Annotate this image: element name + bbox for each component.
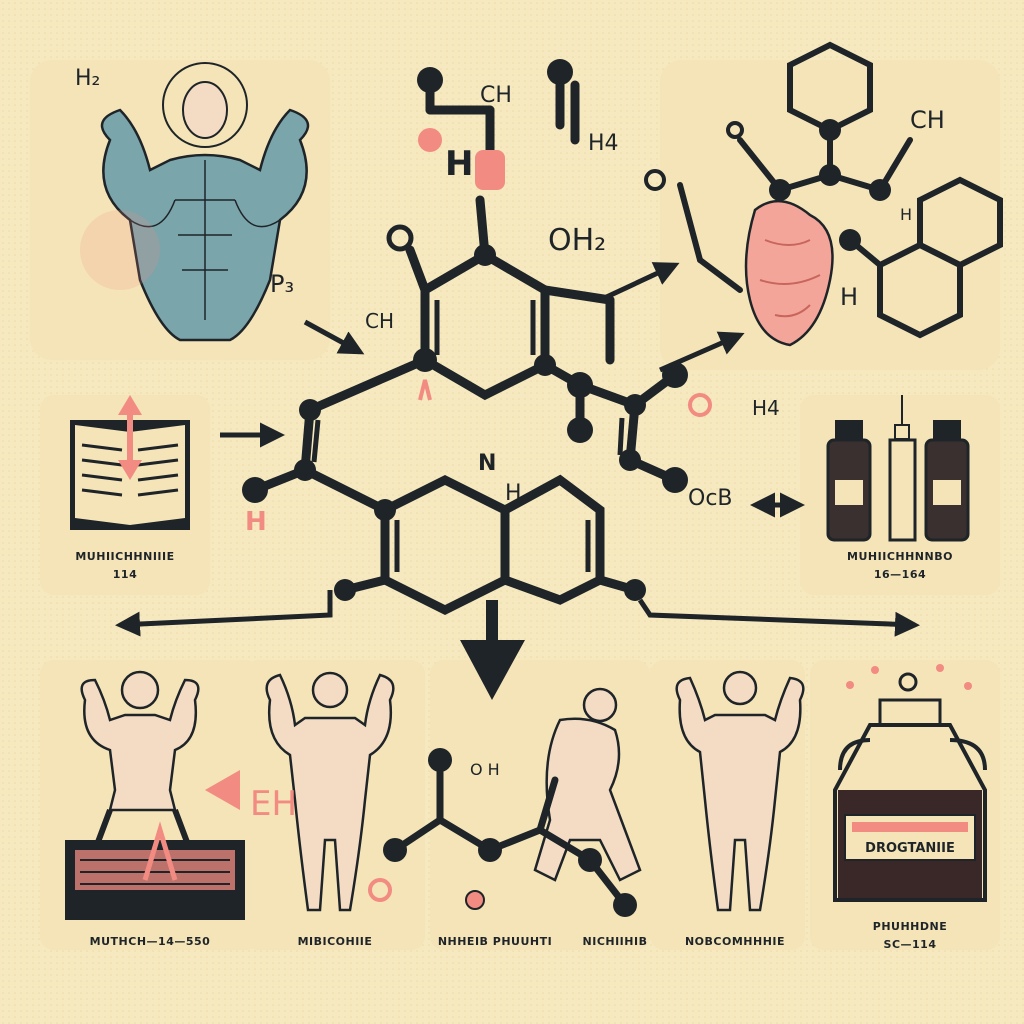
molecule-accent-atoms [386, 128, 712, 417]
label-h-left: H [245, 507, 267, 537]
label-h-upper-right: H [900, 205, 912, 224]
ring-molecule-oxygen [644, 169, 666, 191]
label-oh-bottom: O H [470, 760, 500, 779]
caption-figure-4: NOBCOMHHHIE [685, 935, 785, 948]
caption-figure-3: NHHEIB PHUUHTI [438, 935, 552, 948]
bottom-molecule-accent-2 [465, 890, 485, 910]
label-p3: P₃ [270, 270, 294, 298]
jar-illustration [833, 698, 987, 902]
bottom-molecule-accent [368, 878, 392, 902]
jar-label-text: DROGTANIIE [865, 841, 955, 856]
jar-bubble [898, 672, 918, 692]
muscle-figure-illustration [80, 62, 310, 342]
caption-vials: MUHIICHHNNBO [847, 550, 953, 563]
bodybuilder-figure-4 [675, 670, 805, 912]
label-ch-mid: CH [365, 309, 394, 333]
down-arrow-shaft [486, 600, 498, 642]
heart-illustration [744, 199, 834, 347]
label-oh2: OH₂ [548, 223, 606, 258]
central-molecule [250, 70, 680, 616]
platform-board [65, 770, 245, 920]
caption-book-number: 114 [113, 568, 137, 581]
label-n-center: N [478, 451, 496, 476]
label-ch-top: CH [480, 83, 512, 108]
molecule-atoms [242, 59, 688, 601]
caption-figure-2: MIBICOHIIE [298, 935, 373, 948]
down-arrow [460, 640, 525, 700]
label-ch-upper-right: CH [910, 106, 945, 134]
label-h4-right: H4 [752, 396, 780, 420]
panel-top-right [660, 60, 1000, 370]
caption-board: MUTHCH—14—550 [90, 935, 211, 948]
caption-figure-3b: NICHIIHIB [583, 935, 648, 948]
caption-jar-number: SC—114 [884, 938, 937, 951]
label-ocb: OᴄB [688, 486, 733, 511]
ring-molecule-atoms [769, 119, 891, 251]
label-eh: EH [250, 784, 297, 824]
caption-vials-number: 16—164 [874, 568, 926, 581]
jar-dots [846, 664, 972, 690]
label-h-upper-right-2: H [840, 283, 858, 311]
vials-illustration [826, 395, 970, 542]
label-h2-top-left: H₂ [75, 66, 100, 91]
label-h4-top: H4 [588, 131, 619, 156]
label-h-center: H [505, 481, 522, 506]
book-illustration [70, 395, 190, 530]
caption-book: MUHIICHHNIIIE [75, 550, 174, 563]
ring-molecule-oxygen-2 [726, 121, 744, 139]
flow-arrows [115, 262, 920, 637]
caption-jar: PHUHHDNE [873, 920, 947, 933]
molecule-double-bonds [311, 300, 625, 572]
label-h-top: H [445, 144, 473, 184]
bottom-molecule-atoms [383, 748, 637, 917]
bodybuilder-figure-2 [265, 671, 395, 912]
